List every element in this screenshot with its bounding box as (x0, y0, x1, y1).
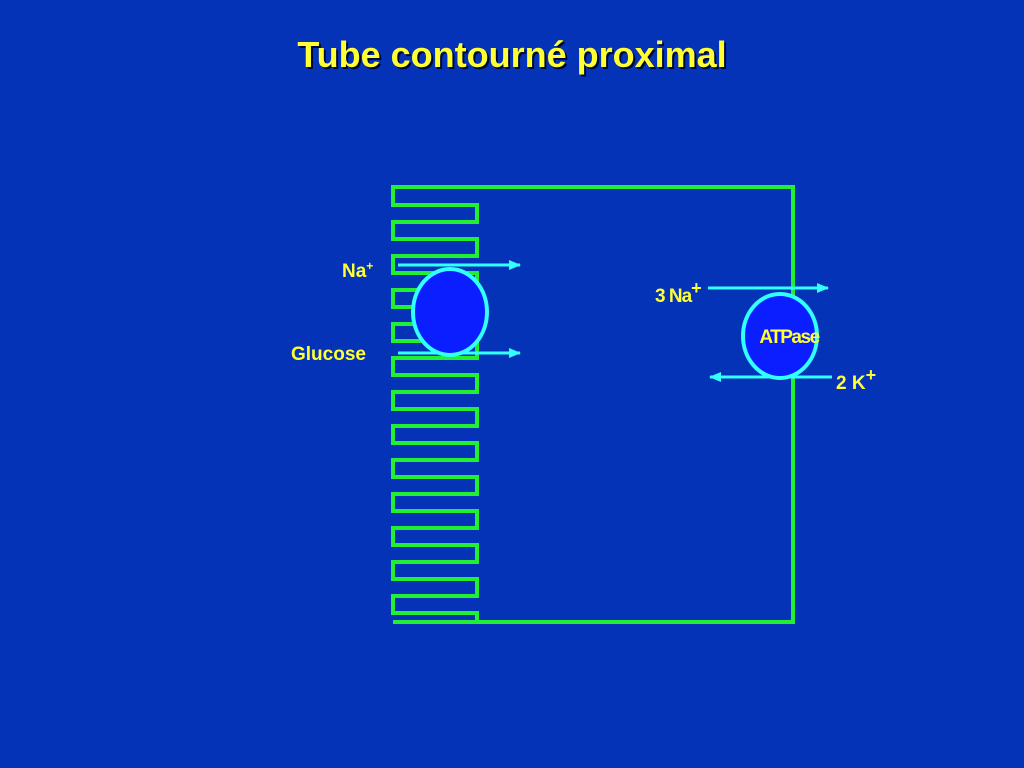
cotransporter (411, 267, 489, 357)
glucose-label: Glucose (291, 344, 366, 365)
atpase-pump (741, 292, 819, 380)
slide-title: Tube contourné proximal (297, 34, 727, 75)
cell-membrane (391, 185, 795, 624)
na-left-label: Na+ (342, 259, 373, 282)
na-right-label: 3 Na+ (655, 278, 701, 307)
k-right-label: 2 K+ (836, 365, 876, 394)
atpase-label: ATPase (759, 327, 819, 348)
